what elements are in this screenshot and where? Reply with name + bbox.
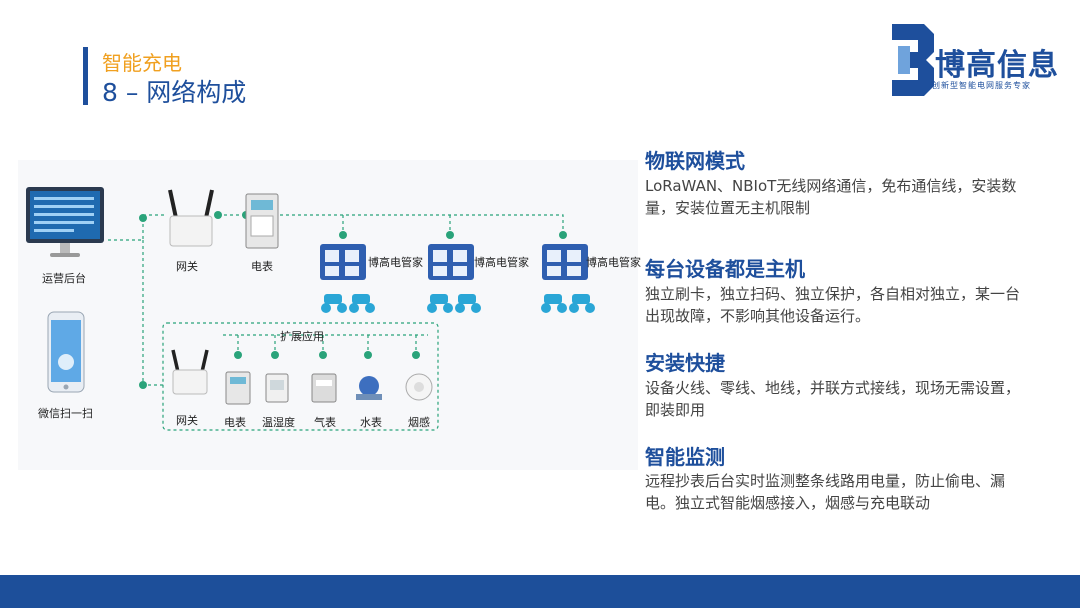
scooter-icon: [321, 294, 375, 313]
charger-label: 博高电管家: [586, 256, 641, 269]
ext-device-label: 烟感: [408, 416, 430, 429]
ext-device-label: 温湿度: [262, 416, 295, 429]
network-diagram: 运营后台 微信扫一扫 网关 电表 博高电管家: [18, 160, 641, 470]
scooter-icon: [427, 294, 481, 313]
charger-label: 博高电管家: [474, 256, 529, 269]
phone-icon: [47, 311, 85, 393]
section-heading: 每台设备都是主机: [645, 257, 805, 281]
backend-label: 运营后台: [42, 272, 86, 285]
scooter-icon: [541, 294, 595, 313]
gateway-label: 网关: [176, 260, 198, 273]
section-heading: 安装快捷: [645, 351, 725, 375]
logo-slogan: 创新型智能电网服务专家: [932, 81, 1031, 90]
section-body: 独立刷卡，独立扫码、独立保护，各自相对独立，某一台出现故障，不影响其他设备运行。: [645, 285, 1021, 325]
section-body: 远程抄表后台实时监测整条线路用电量，防止偷电、漏电。独立式智能烟感接入，烟感与充…: [645, 472, 1006, 512]
section-body: 设备火线、零线、地线，并联方式接线，现场无需设置，即装即用: [645, 379, 1021, 419]
charger-box-icon: [428, 244, 474, 280]
charger-box-icon: [320, 244, 366, 280]
section-body: LoRaWAN、NBIoT无线网络通信，免布通信线，安装数量，安装位置无主机限制: [645, 177, 1017, 217]
ext-device-label: 电表: [224, 416, 246, 429]
charger-label: 博高电管家: [368, 256, 423, 269]
thermometer-icon: [265, 373, 289, 403]
monitor-icon: [26, 187, 104, 257]
ext-device-label: 水表: [360, 416, 382, 429]
connection-lines: [108, 211, 567, 431]
meter-label: 电表: [251, 260, 273, 273]
section-heading: 智能监测: [645, 445, 725, 469]
electric-meter-icon: [245, 193, 279, 249]
charger-box-icon: [542, 244, 588, 280]
water-meter-icon: [356, 376, 382, 400]
smoke-detector-icon: [405, 373, 433, 401]
ext-gateway-label: 网关: [176, 414, 198, 427]
extension-title: 扩展应用: [280, 330, 324, 343]
logo-name: 博高信息: [935, 48, 1059, 83]
electric-meter-icon: [225, 371, 251, 405]
gas-meter-icon: [311, 373, 337, 403]
section-heading: 物联网模式: [645, 149, 745, 173]
title-accent-bar: [83, 47, 88, 105]
page-title: 8 – 网络构成: [102, 78, 247, 107]
page-category: 智能充电: [102, 51, 182, 75]
gateway-icon: [168, 189, 214, 247]
footer-bar: [0, 575, 1080, 608]
wechat-scan-label: 微信扫一扫: [38, 407, 93, 420]
company-logo-icon: [892, 24, 934, 96]
gateway-icon: [171, 349, 209, 395]
ext-device-label: 气表: [314, 416, 336, 429]
